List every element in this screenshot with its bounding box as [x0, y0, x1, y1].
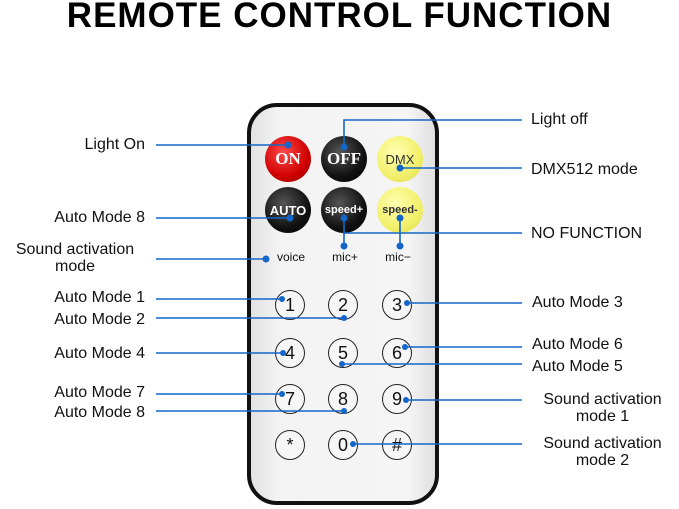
- key-8[interactable]: 8: [328, 384, 358, 414]
- label-sound-mode-1-line2: mode 1: [575, 408, 630, 425]
- label-sound-activation: Sound activation mode: [0, 241, 150, 275]
- label-auto-mode-5: Auto Mode 5: [532, 358, 623, 375]
- label-auto-mode-8-top: Auto Mode 8: [54, 209, 145, 226]
- on-label: ON: [275, 149, 301, 168]
- off-label: OFF: [327, 149, 361, 168]
- label-light-on: Light On: [84, 136, 145, 153]
- voice-label: voice: [276, 250, 305, 264]
- label-sound-mode-1: Sound activation mode 1: [526, 391, 679, 425]
- dmx-button[interactable]: DMX: [377, 136, 423, 182]
- speed-plus-label: speed+: [324, 204, 364, 216]
- label-auto-mode-2: Auto Mode 2: [54, 311, 145, 328]
- label-auto-mode-6: Auto Mode 6: [532, 336, 623, 353]
- label-light-off: Light off: [531, 111, 588, 128]
- key-4[interactable]: 4: [275, 338, 305, 368]
- mic-minus-label: mic−: [385, 250, 411, 264]
- key-5[interactable]: 5: [328, 338, 358, 368]
- auto-label: AUTO: [269, 202, 307, 218]
- key-0[interactable]: 0: [328, 430, 358, 460]
- label-sound-mode-2-line2: mode 2: [575, 452, 630, 469]
- speed-plus-button[interactable]: speed+: [321, 187, 367, 233]
- auto-button[interactable]: AUTO: [265, 187, 311, 233]
- key-2[interactable]: 2: [328, 290, 358, 320]
- label-sound-activation-line1: Sound activation: [15, 241, 135, 258]
- off-button[interactable]: OFF: [321, 136, 367, 182]
- label-sound-mode-2: Sound activation mode 2: [526, 435, 679, 469]
- key-3[interactable]: 3: [382, 290, 412, 320]
- label-sound-activation-line2: mode: [54, 258, 96, 275]
- on-button[interactable]: ON: [265, 136, 311, 182]
- mic-plus-label: mic+: [332, 250, 358, 264]
- key-star[interactable]: *: [275, 430, 305, 460]
- label-sound-mode-2-line1: Sound activation: [543, 435, 662, 452]
- label-dmx512-mode: DMX512 mode: [531, 161, 638, 178]
- label-no-function: NO FUNCTION: [531, 225, 643, 242]
- key-7[interactable]: 7: [275, 384, 305, 414]
- label-auto-mode-7: Auto Mode 7: [54, 384, 145, 401]
- label-auto-mode-1: Auto Mode 1: [54, 289, 145, 306]
- speed-minus-button[interactable]: speed-: [377, 187, 423, 233]
- label-auto-mode-4: Auto Mode 4: [54, 345, 145, 362]
- label-auto-mode-8: Auto Mode 8: [54, 404, 145, 421]
- label-auto-mode-3: Auto Mode 3: [532, 294, 623, 311]
- speed-minus-label: speed-: [382, 204, 418, 216]
- label-sound-mode-1-line1: Sound activation: [543, 391, 662, 408]
- key-1[interactable]: 1: [275, 290, 305, 320]
- key-hash[interactable]: #: [382, 430, 412, 460]
- diagram-title: REMOTE CONTROL FUNCTION: [66, 0, 613, 35]
- dmx-label: DMX: [385, 151, 415, 167]
- key-6[interactable]: 6: [382, 338, 412, 368]
- key-9[interactable]: 9: [382, 384, 412, 414]
